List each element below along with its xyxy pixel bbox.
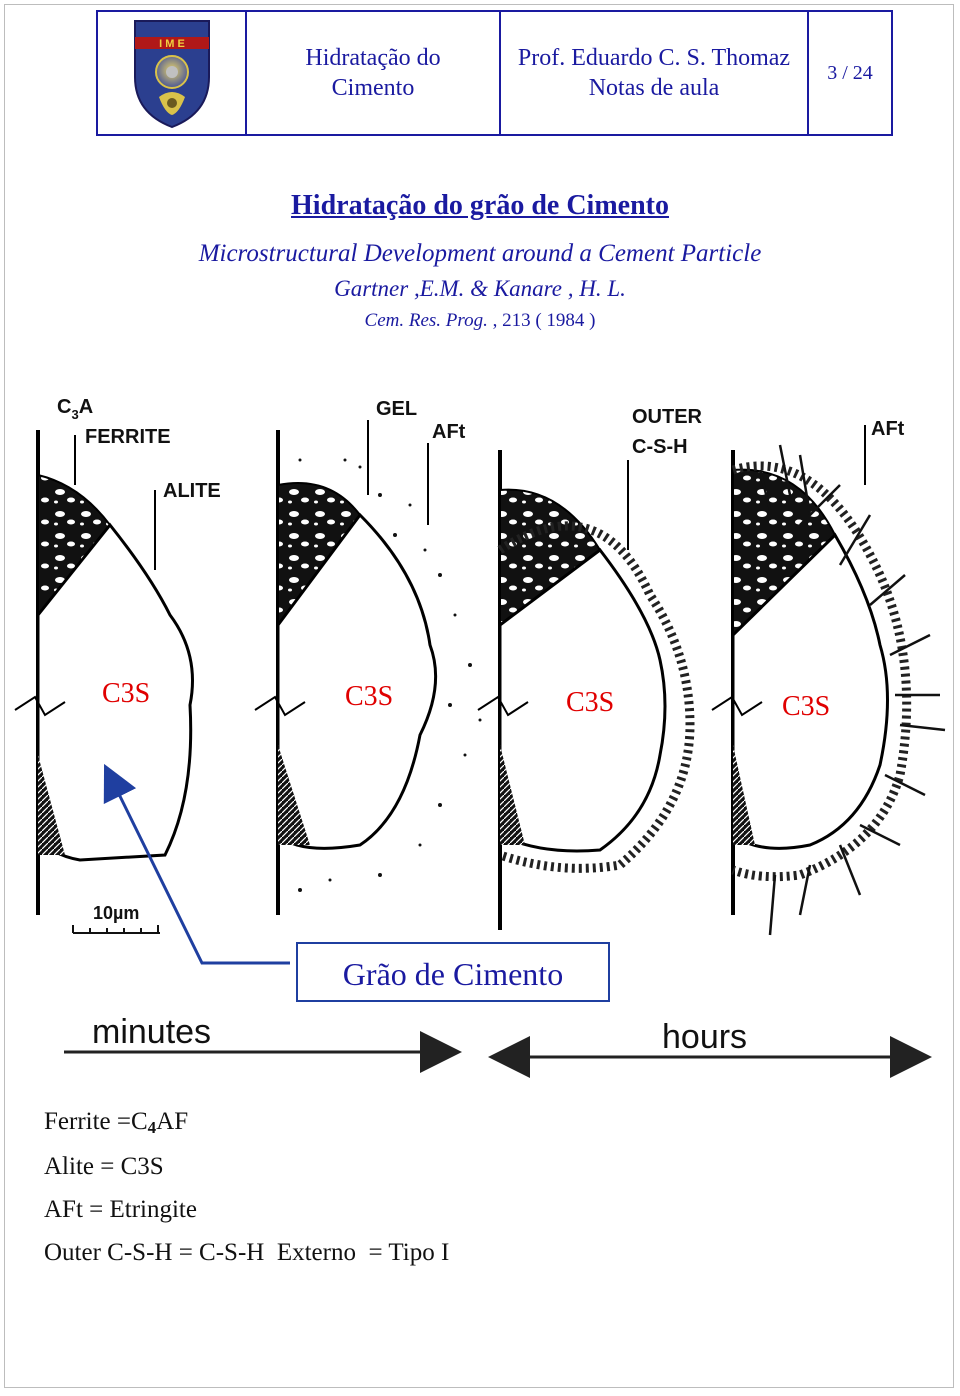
header-logo-cell: I M E [98,12,247,134]
label-csh: C-S-H [632,436,688,458]
header-page-cell: 3 / 24 [809,12,891,134]
grain-label-box [296,942,610,1002]
document-title: Hidratação do grão de Cimento [291,190,669,221]
label-c3a: C3A [57,396,93,422]
c3s-label-1: C3S [102,678,150,709]
label-aft-1: AFt [432,421,466,443]
scale-bar [72,925,160,934]
legend-ferrite: Ferrite =C4AF [44,1108,189,1137]
label-outer: OUTER [632,406,703,428]
logo-text: I M E [159,38,185,50]
paper-reference: Cem. Res. Prog. , 213 ( 1984 ) [0,310,960,332]
reference-journal: Cem. Res. Prog. [364,310,488,331]
header-author-cell: Prof. Eduardo C. S. Thomaz Notas de aula [501,12,809,134]
scale-label: 10µm [93,903,139,923]
header-title-line2: Cimento [331,75,415,101]
header-title-line1: Hidratação do [305,45,441,71]
grain-label: Grão de Cimento [343,956,563,992]
panel-1 [36,430,194,915]
c3s-label-4: C3S [782,691,830,722]
c3s-label-2: C3S [345,681,393,712]
header-title-cell: Hidratação do Cimento [247,12,501,134]
header-notes: Notas de aula [588,75,720,101]
paper-authors: Gartner ,E.M. & Kanare , H. L. [334,276,626,301]
legend-alite: Alite = C3S [44,1153,164,1180]
page-border [4,4,954,1388]
panel-4 [731,425,946,936]
label-ferrite: FERRITE [85,426,171,448]
reference-details: , 213 ( 1984 ) [487,310,596,331]
label-gel: GEL [376,398,417,420]
panel-2 [276,420,482,915]
label-minutes: minutes [92,1013,211,1051]
legend-aft: AFt = Etringite [44,1196,197,1223]
hydration-figure: C3A FERRITE ALITE GEL AFt OUTER C-S-H AF… [14,396,946,1078]
break-marks [14,695,763,717]
paper-title: Microstructural Development around a Cem… [198,240,762,267]
panel-3 [497,450,695,930]
header-table: I M E Hidratação do Cimento Prof. Eduard… [96,10,893,136]
label-aft-2: AFt [871,418,905,440]
page-number: 3 / 24 [827,62,873,84]
legend: Ferrite =C4AF Alite = C3S AFt = Etringit… [44,1100,449,1274]
label-alite: ALITE [163,480,221,502]
c3s-label-3: C3S [566,687,614,718]
grain-pointer-arrow [103,763,290,965]
legend-outer: Outer C-S-H = C-S-H Externo = Tipo I [44,1239,450,1266]
label-hours: hours [662,1018,747,1056]
ime-logo-icon: I M E [133,20,210,129]
header-author: Prof. Eduardo C. S. Thomaz [517,45,791,71]
